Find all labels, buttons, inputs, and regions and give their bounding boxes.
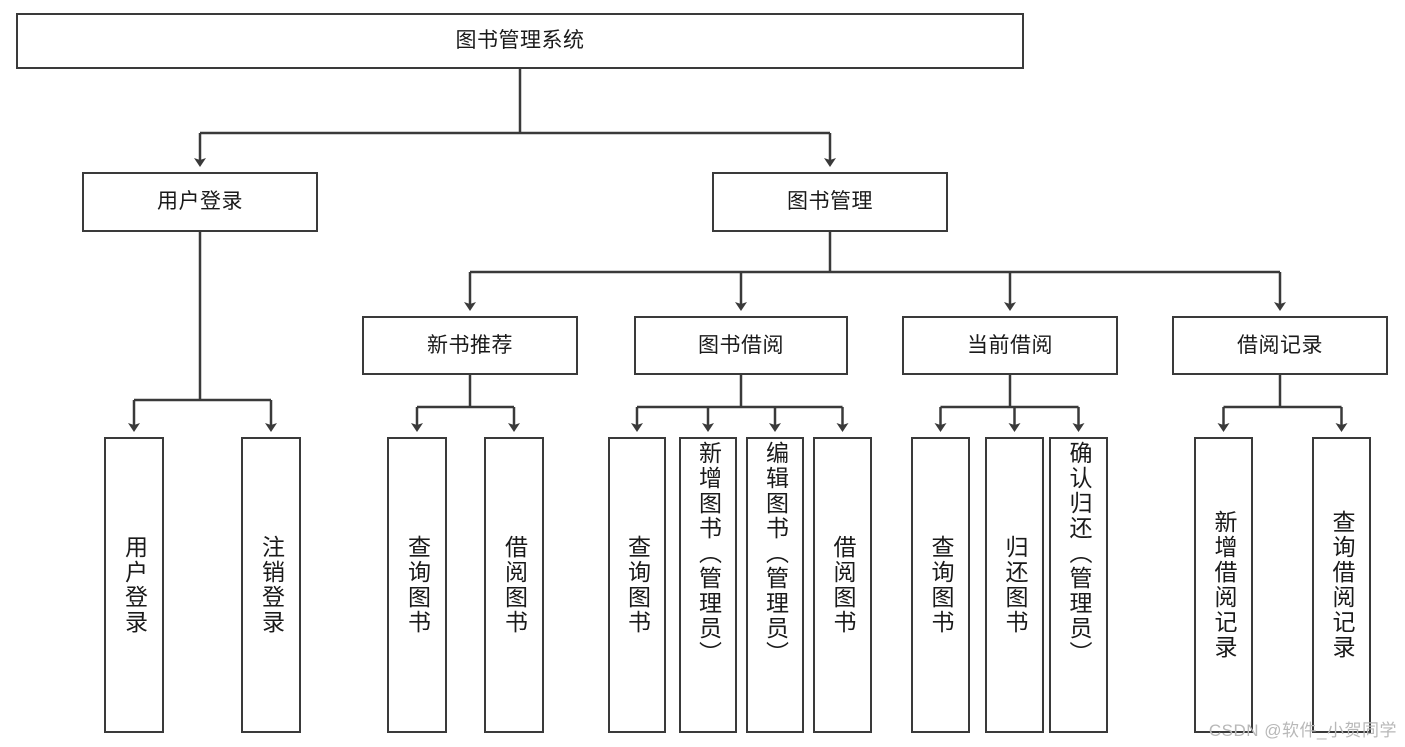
- node-label: 查询图书: [928, 535, 954, 635]
- node-leaf-new-2[interactable]: 借阅图书: [484, 437, 544, 733]
- node-leaf-cur-2[interactable]: 归还图书: [985, 437, 1044, 733]
- node-records[interactable]: 借阅记录: [1172, 316, 1388, 375]
- node-leaf-login-2[interactable]: 注销登录: [241, 437, 301, 733]
- node-leaf-new-1[interactable]: 查询图书: [387, 437, 447, 733]
- node-label: 新增图书（管理员）: [695, 441, 722, 666]
- node-label: 编辑图书（管理员）: [762, 441, 789, 666]
- node-root[interactable]: 图书管理系统: [16, 13, 1024, 69]
- node-label: 当前借阅: [967, 333, 1053, 357]
- node-label: 借阅图书: [830, 535, 856, 635]
- node-label: 借阅图书: [501, 535, 528, 635]
- node-label: 用户登录: [157, 190, 243, 214]
- node-bookmgmt[interactable]: 图书管理: [712, 172, 948, 232]
- node-login[interactable]: 用户登录: [82, 172, 318, 232]
- node-label: 借阅记录: [1237, 333, 1323, 357]
- node-leaf-bor-4[interactable]: 借阅图书: [813, 437, 872, 733]
- node-label: 归还图书: [1002, 535, 1028, 635]
- node-label: 查询借阅记录: [1329, 510, 1355, 660]
- node-label: 用户登录: [121, 535, 148, 635]
- node-label: 图书管理系统: [455, 29, 585, 53]
- node-label: 查询图书: [404, 535, 431, 635]
- node-leaf-bor-3[interactable]: 编辑图书（管理员）: [746, 437, 804, 733]
- node-current[interactable]: 当前借阅: [902, 316, 1118, 375]
- node-label: 图书借阅: [698, 333, 784, 357]
- node-leaf-bor-2[interactable]: 新增图书（管理员）: [679, 437, 737, 733]
- node-leaf-cur-1[interactable]: 查询图书: [911, 437, 970, 733]
- node-leaf-rec-2[interactable]: 查询借阅记录: [1312, 437, 1371, 733]
- node-leaf-bor-1[interactable]: 查询图书: [608, 437, 666, 733]
- node-label: 新书推荐: [427, 333, 513, 357]
- node-label: 新增借阅记录: [1211, 510, 1237, 660]
- node-borrow[interactable]: 图书借阅: [634, 316, 848, 375]
- node-label: 注销登录: [258, 535, 285, 635]
- node-label: 图书管理: [787, 190, 873, 214]
- node-leaf-cur-3[interactable]: 确认归还（管理员）: [1049, 437, 1108, 733]
- node-label: 查询图书: [624, 535, 651, 635]
- node-leaf-login-1[interactable]: 用户登录: [104, 437, 164, 733]
- watermark-text: CSDN @软件_小贺同学: [1208, 721, 1397, 740]
- node-newbook[interactable]: 新书推荐: [362, 316, 578, 375]
- edge-layer: [128, 69, 1348, 432]
- node-label: 确认归还（管理员）: [1066, 441, 1092, 666]
- node-leaf-rec-1[interactable]: 新增借阅记录: [1194, 437, 1253, 733]
